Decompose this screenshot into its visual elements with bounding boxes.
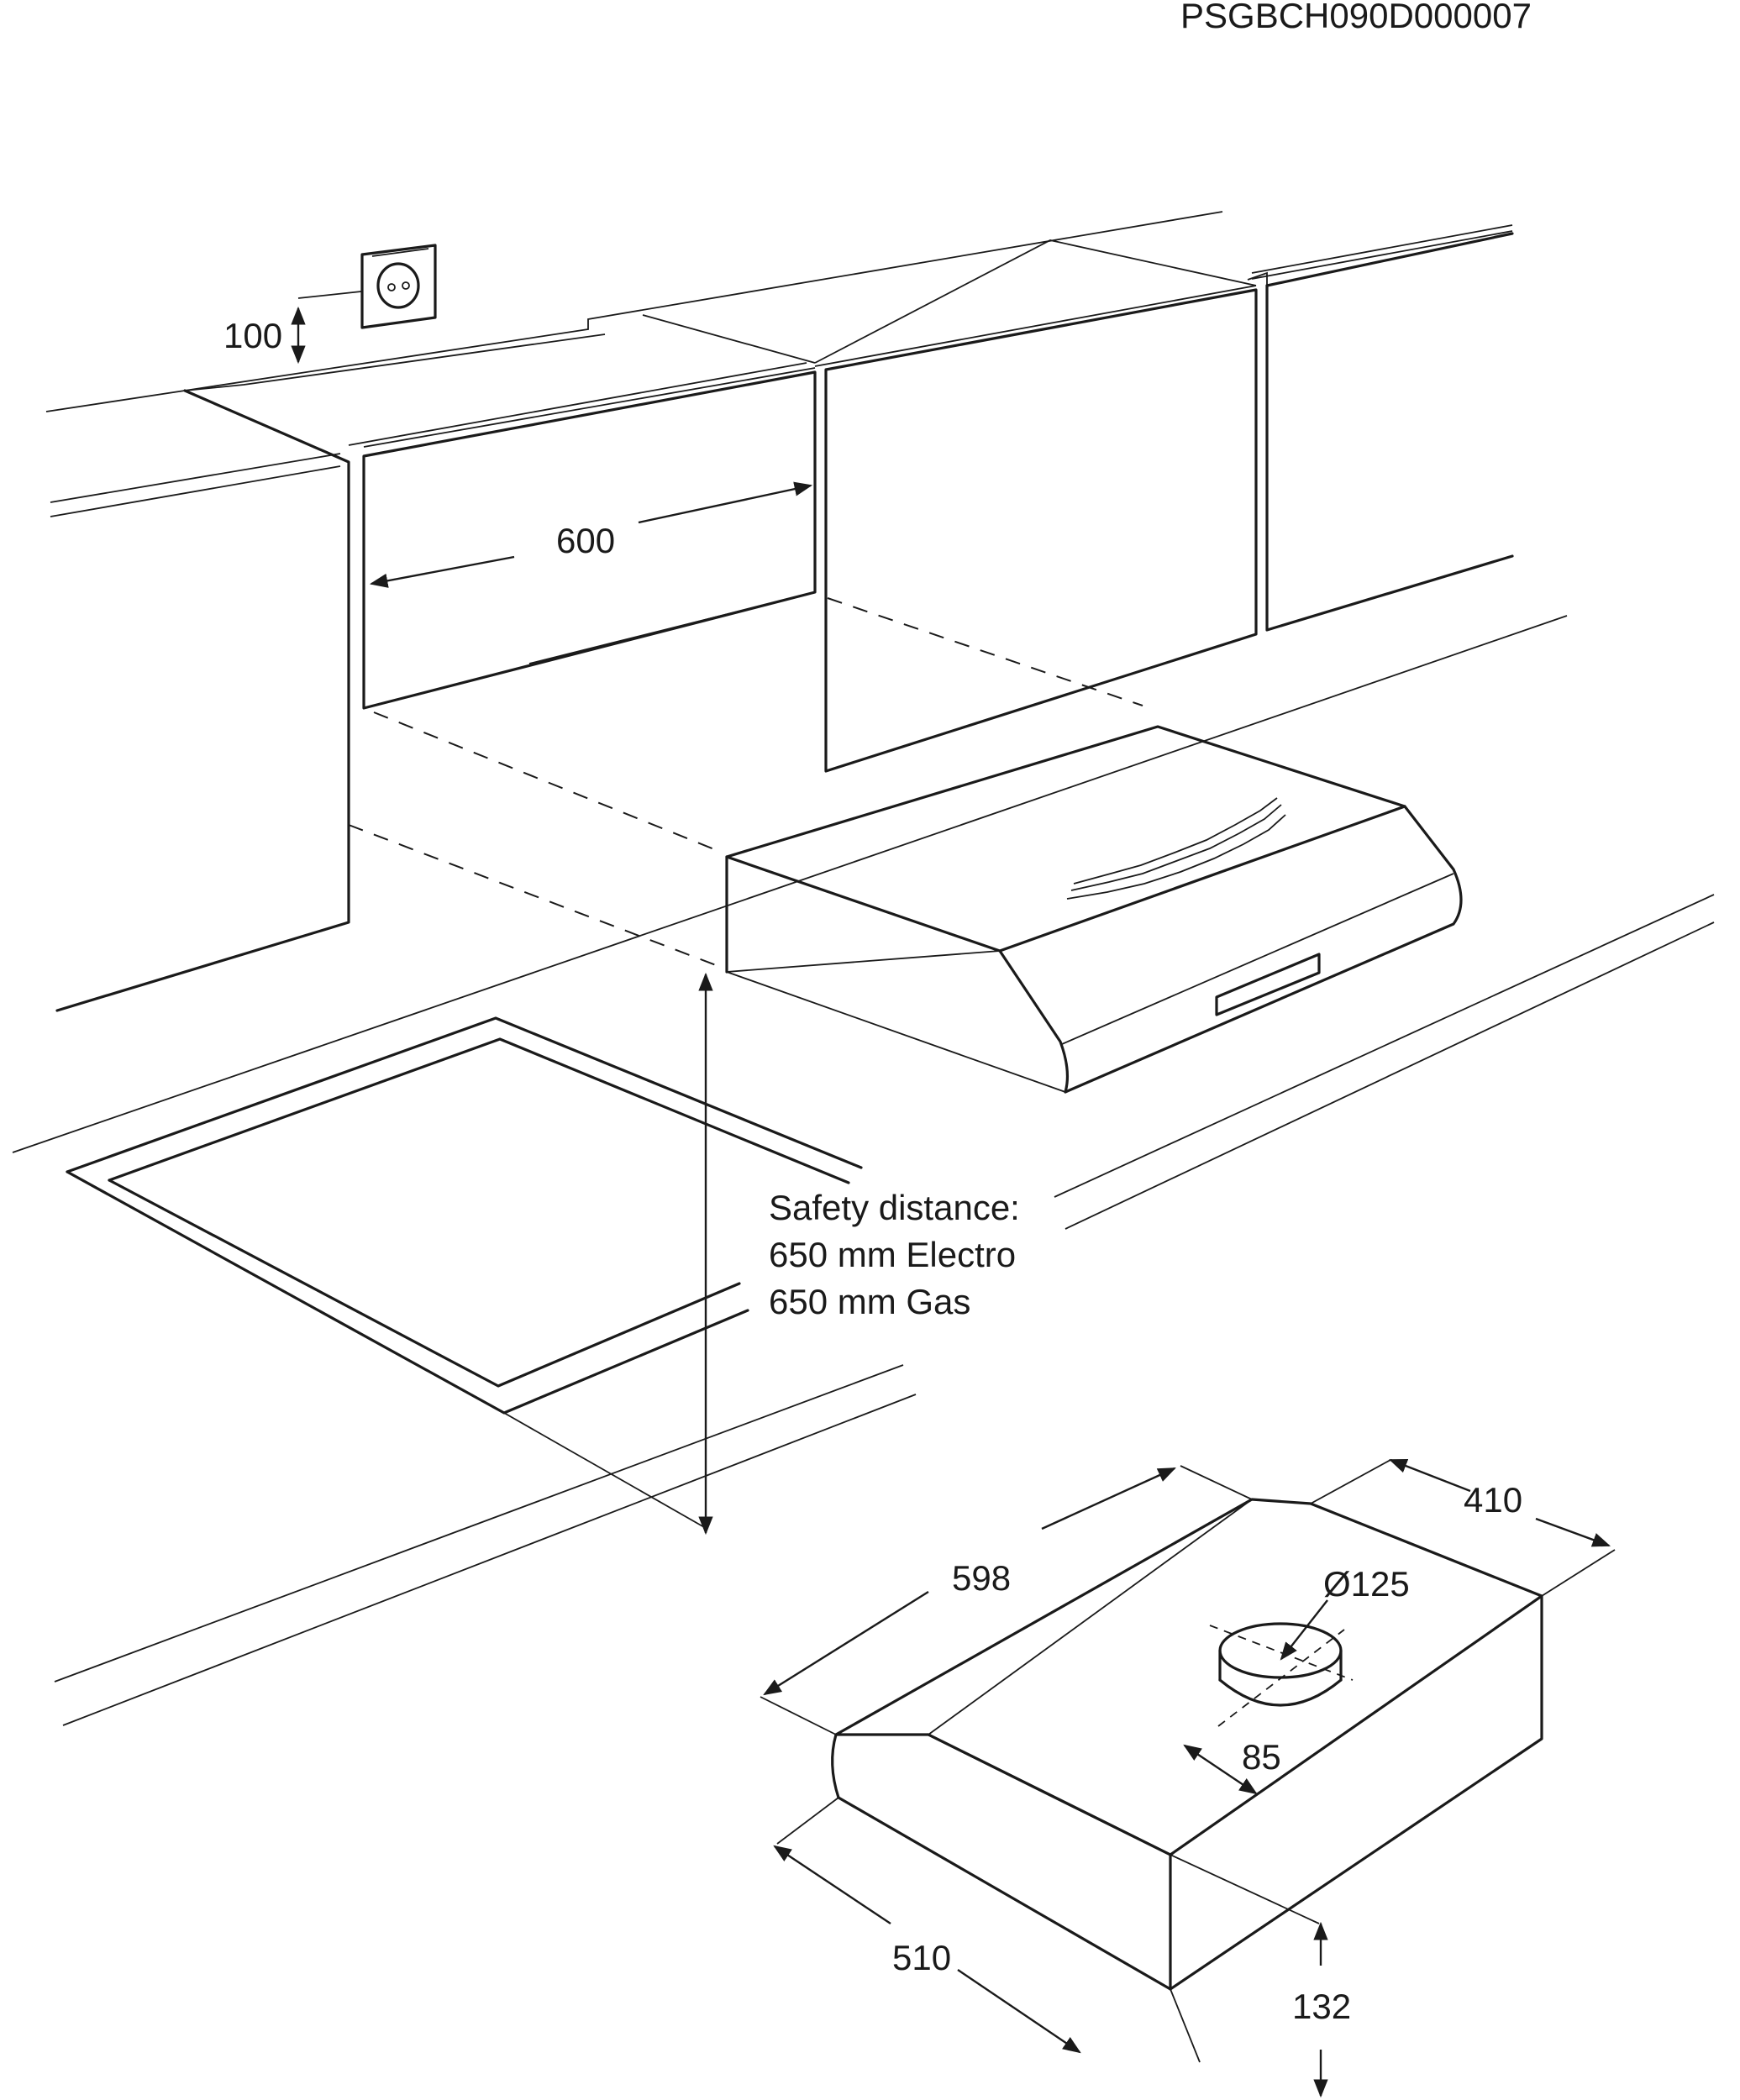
outlet-diameter-leader — [1280, 1599, 1328, 1661]
cooktop — [66, 1016, 863, 1528]
hood-length-label: 510 — [892, 1938, 951, 1977]
socket-height-label: 100 — [223, 316, 282, 355]
hood-height-label: 132 — [1292, 1987, 1351, 2026]
outlet-collar-icon — [1209, 1622, 1354, 1727]
outlet-offset-arrow — [1183, 1744, 1258, 1795]
outlet-diameter-label: Ø125 — [1323, 1564, 1410, 1604]
safety-line-2: 650 mm Electro — [769, 1235, 1016, 1274]
left-wall-cabinet — [55, 389, 350, 1012]
hood-dimension-drawing — [831, 1498, 1543, 2063]
centre-cabinet-opening — [348, 314, 817, 710]
hood-depth-label: 410 — [1464, 1480, 1522, 1520]
mounted-hood — [725, 725, 1463, 1094]
hood-width-arrow-left — [763, 1590, 929, 1696]
projection-lines — [348, 597, 1143, 969]
wall-socket-icon — [360, 244, 437, 329]
hood-depth-arrow-right — [1535, 1517, 1611, 1547]
safety-line-1: Safety distance: — [769, 1188, 1020, 1227]
hood-width-label: 598 — [952, 1558, 1011, 1598]
hood-length-arrow-right — [957, 1969, 1081, 2054]
cabinet-width-label: 600 — [556, 521, 615, 560]
right-wall-cabinet — [814, 239, 1258, 773]
outlet-offset-label: 85 — [1242, 1737, 1281, 1777]
upper-wall-edges — [45, 211, 1513, 517]
socket-leader-line — [297, 291, 362, 299]
far-right-cabinet — [1247, 232, 1514, 632]
cabinet-width-arrow-right — [638, 481, 813, 524]
hood-length-arrow-left — [773, 1845, 891, 1924]
countertop-edges — [12, 615, 1715, 1726]
safety-line-3: 650 mm Gas — [769, 1282, 970, 1321]
document-code: PSGBCH090D000007 — [1180, 0, 1532, 35]
cabinet-width-arrow-left — [369, 555, 515, 588]
hood-width-arrow-right — [1041, 1467, 1176, 1530]
hood-vent-grille-icon — [1066, 797, 1286, 900]
hood-depth-arrow-left — [1388, 1458, 1471, 1493]
